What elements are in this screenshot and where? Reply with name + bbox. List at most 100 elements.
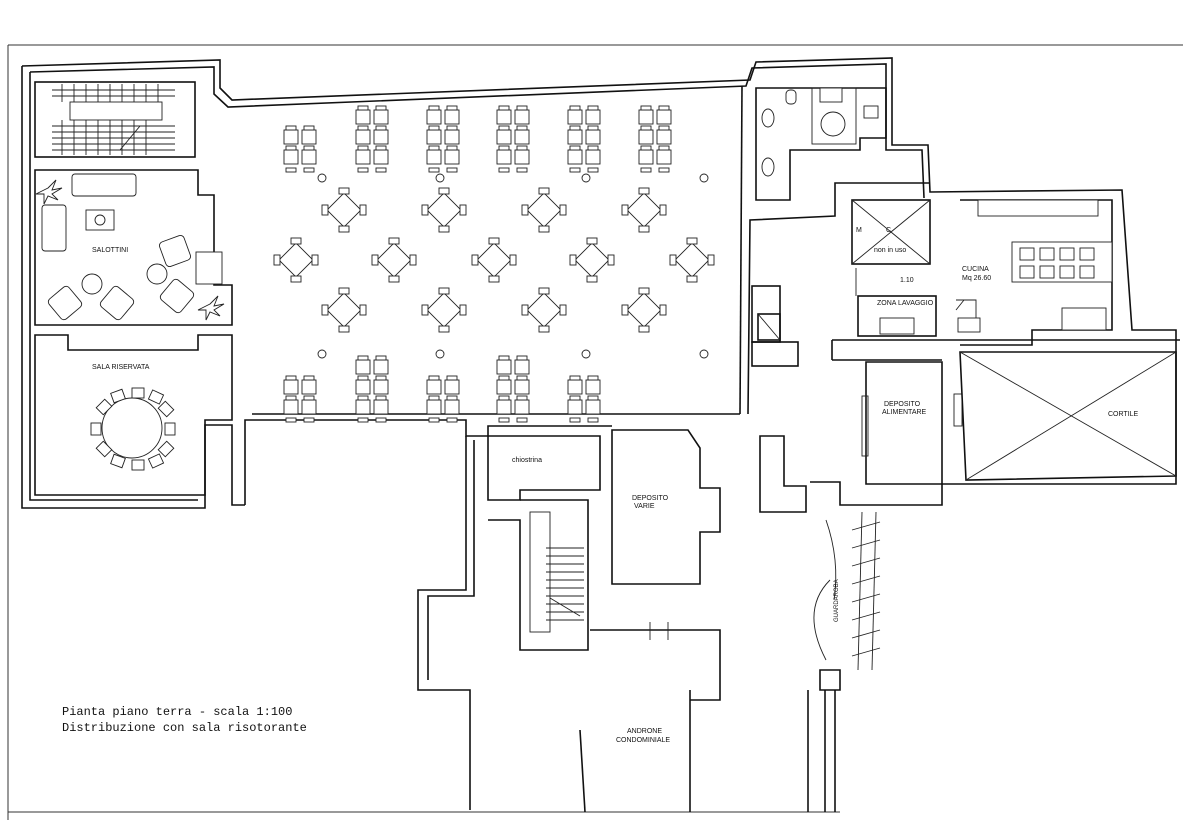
dining-table <box>514 129 530 145</box>
chair <box>516 375 528 381</box>
column <box>581 349 591 359</box>
drawing-title: Pianta piano terra - scala 1:100 Distrib… <box>62 705 307 735</box>
chair <box>586 275 598 283</box>
chair <box>357 105 369 111</box>
chair <box>569 417 581 423</box>
dining-table <box>514 379 530 395</box>
dining-table <box>373 129 389 145</box>
dining-table <box>585 149 601 165</box>
chair <box>498 145 510 151</box>
chair <box>498 167 510 173</box>
dining-table <box>444 399 460 415</box>
chair <box>371 254 379 266</box>
chair <box>438 287 450 295</box>
sink-icon <box>879 317 915 335</box>
chair <box>357 395 369 401</box>
chair <box>409 254 417 266</box>
label-salottini: SALOTTINI <box>92 247 128 254</box>
chair <box>446 167 458 173</box>
plant-icon <box>197 295 225 321</box>
chair <box>658 145 670 151</box>
chair <box>438 325 450 333</box>
chair <box>375 167 387 173</box>
dining-table <box>426 192 462 228</box>
column <box>317 349 327 359</box>
dining-table <box>301 149 317 165</box>
dining-table <box>373 359 389 375</box>
chair <box>521 204 529 216</box>
chair <box>586 237 598 245</box>
chair <box>516 395 528 401</box>
chair <box>338 325 350 333</box>
chair <box>516 417 528 423</box>
chair <box>428 167 440 173</box>
dining-table <box>496 399 512 415</box>
chair <box>658 105 670 111</box>
dining-table <box>355 129 371 145</box>
chair <box>488 275 500 283</box>
dining-table <box>426 379 442 395</box>
salottini-room <box>34 169 233 326</box>
chair <box>446 145 458 151</box>
dining-table <box>514 149 530 165</box>
chair <box>638 187 650 195</box>
chair <box>438 225 450 233</box>
chair <box>290 237 302 245</box>
chair <box>569 375 581 381</box>
chair <box>658 125 670 131</box>
chair <box>459 304 467 316</box>
chair <box>587 417 599 423</box>
chair <box>446 395 458 401</box>
dining-table <box>496 109 512 125</box>
label-zona-lavaggio: ZONA LAVAGGIO <box>877 300 934 307</box>
sheet-frame <box>7 44 1183 820</box>
chair <box>686 237 698 245</box>
sink-icon <box>761 157 775 177</box>
androne <box>590 622 721 701</box>
chair <box>321 304 329 316</box>
chair <box>509 254 517 266</box>
exterior-walls <box>21 57 1177 813</box>
toilet-icon <box>863 105 879 119</box>
armchair-icon <box>159 235 191 267</box>
dining-table <box>656 129 672 145</box>
dining-table <box>444 109 460 125</box>
chair <box>357 417 369 423</box>
label-deposito-varie-2: VARIE <box>634 503 655 510</box>
dining-table <box>426 109 442 125</box>
label-cucina: CUCINA <box>962 266 989 273</box>
dining-table <box>638 149 654 165</box>
column <box>699 173 709 183</box>
column <box>317 173 327 183</box>
chair <box>303 375 315 381</box>
dining-table <box>373 379 389 395</box>
chair <box>638 225 650 233</box>
chair <box>421 204 429 216</box>
dining-table <box>283 399 299 415</box>
chair <box>285 125 297 131</box>
dining-table <box>514 109 530 125</box>
dining-table <box>426 129 442 145</box>
guardaroba <box>813 511 881 671</box>
chair <box>498 105 510 111</box>
dining-table <box>301 379 317 395</box>
chair <box>498 355 510 361</box>
column <box>435 349 445 359</box>
chair <box>428 145 440 151</box>
stove <box>1011 241 1113 283</box>
dining-table <box>426 292 462 328</box>
dining-table <box>444 379 460 395</box>
chair <box>587 105 599 111</box>
chair <box>428 417 440 423</box>
chair <box>638 325 650 333</box>
dining-table <box>656 109 672 125</box>
room-labels: SALOTTINI SALA RISERVATA chiostrina DEPO… <box>92 227 1139 744</box>
title-line-2: Distribuzione con sala risotorante <box>62 721 307 735</box>
staircase-center <box>488 499 589 651</box>
chair <box>375 355 387 361</box>
chair <box>569 167 581 173</box>
chair <box>658 167 670 173</box>
chair <box>640 167 652 173</box>
dining-table <box>585 109 601 125</box>
